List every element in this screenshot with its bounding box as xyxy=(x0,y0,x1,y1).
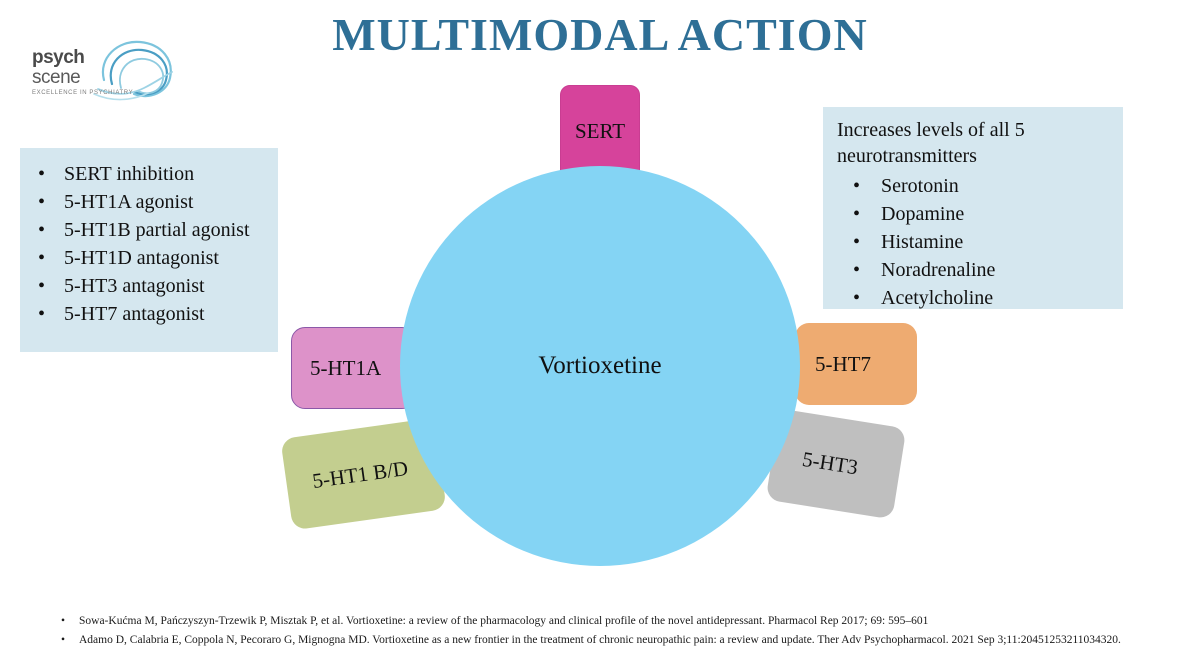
reference-item: • Sowa-Kućma M, Pańczyszyn-Trzewik P, Mi… xyxy=(55,612,1175,631)
list-item: • Dopamine xyxy=(823,200,1123,228)
bullet-icon: • xyxy=(61,615,66,627)
node-sert-label: SERT xyxy=(574,118,626,143)
list-item: • 5-HT1A agonist xyxy=(20,188,278,216)
bullet-icon: • xyxy=(38,219,46,241)
node-5ht1bd-label: 5-HT1 B/D xyxy=(310,455,410,493)
node-5ht3-label: 5-HT3 xyxy=(800,446,860,479)
page-title: MULTIMODAL ACTION xyxy=(332,9,868,60)
multimodal-action-diagram: SERT 5-HT1A 5-HT7 5-HT1 B/D 5-HT3 Vortio… xyxy=(280,85,917,566)
list-item-label: Dopamine xyxy=(881,202,965,225)
bullet-icon: • xyxy=(853,174,861,197)
bullet-icon: • xyxy=(38,247,46,269)
neurotransmitter-list: • Serotonin • Dopamine • Histamine • Nor… xyxy=(823,170,1123,312)
bullet-icon: • xyxy=(853,258,861,281)
list-item-label: 5-HT1D antagonist xyxy=(64,247,219,269)
list-item: • Serotonin xyxy=(823,172,1123,200)
list-item: • Acetylcholine xyxy=(823,284,1123,312)
mechanism-list: • SERT inhibition • 5-HT1A agonist • 5-H… xyxy=(20,148,278,328)
node-vortioxetine-label: Vortioxetine xyxy=(538,352,662,379)
bullet-icon: • xyxy=(38,163,46,185)
list-item-label: 5-HT3 antagonist xyxy=(64,275,205,297)
list-item-label: 5-HT7 antagonist xyxy=(64,303,205,325)
list-item: • SERT inhibition xyxy=(20,160,278,188)
list-item-label: Serotonin xyxy=(881,174,959,197)
reference-text: Sowa-Kućma M, Pańczyszyn-Trzewik P, Misz… xyxy=(79,615,929,627)
list-item: • 5-HT1B partial agonist xyxy=(20,216,278,244)
logo-line-scene: scene xyxy=(32,67,81,88)
list-item-label: Noradrenaline xyxy=(881,258,996,281)
mechanism-list-panel: • SERT inhibition • 5-HT1A agonist • 5-H… xyxy=(20,148,278,352)
bullet-icon: • xyxy=(38,303,46,325)
list-item-label: Acetylcholine xyxy=(881,286,994,309)
bullet-icon: • xyxy=(853,230,861,253)
node-5ht7-label: 5-HT7 xyxy=(815,351,871,376)
reference-item: • Adamo D, Calabria E, Coppola N, Pecora… xyxy=(55,631,1175,650)
list-item: • 5-HT3 antagonist xyxy=(20,272,278,300)
psych-scene-logo: psych scene EXCELLENCE IN PSYCHIATRY xyxy=(30,32,180,107)
list-item-label: SERT inhibition xyxy=(64,163,195,185)
logo-line-psych: psych xyxy=(32,47,85,68)
list-item: • 5-HT1D antagonist xyxy=(20,244,278,272)
bullet-icon: • xyxy=(38,191,46,213)
bullet-icon: • xyxy=(853,286,861,309)
list-item: • Histamine xyxy=(823,228,1123,256)
node-5ht1a-label: 5-HT1A xyxy=(310,355,382,380)
list-item-label: 5-HT1A agonist xyxy=(64,191,194,213)
list-item-label: 5-HT1B partial agonist xyxy=(64,219,250,241)
list-item: • Noradrenaline xyxy=(823,256,1123,284)
node-5ht1a: 5-HT1A xyxy=(291,327,416,409)
logo-tagline: EXCELLENCE IN PSYCHIATRY xyxy=(32,90,134,96)
logo-wordmark: psych scene EXCELLENCE IN PSYCHIATRY xyxy=(32,48,133,96)
list-item-label: Histamine xyxy=(881,230,964,253)
node-vortioxetine: Vortioxetine xyxy=(400,166,800,566)
bullet-icon: • xyxy=(61,633,66,646)
bullet-icon: • xyxy=(38,275,46,297)
bullet-icon: • xyxy=(853,202,861,225)
panel-heading: Increases levels of all 5 neurotransmitt… xyxy=(837,119,1025,168)
references-list: • Sowa-Kućma M, Pańczyszyn-Trzewik P, Mi… xyxy=(55,612,1175,650)
node-5ht7: 5-HT7 xyxy=(795,323,917,405)
swirl-icon xyxy=(88,32,180,109)
list-item: • 5-HT7 antagonist xyxy=(20,300,278,328)
reference-text: Adamo D, Calabria E, Coppola N, Pecoraro… xyxy=(79,633,1121,646)
node-sert: SERT xyxy=(560,85,640,177)
neurotransmitter-panel: Increases levels of all 5 neurotransmitt… xyxy=(823,107,1123,309)
